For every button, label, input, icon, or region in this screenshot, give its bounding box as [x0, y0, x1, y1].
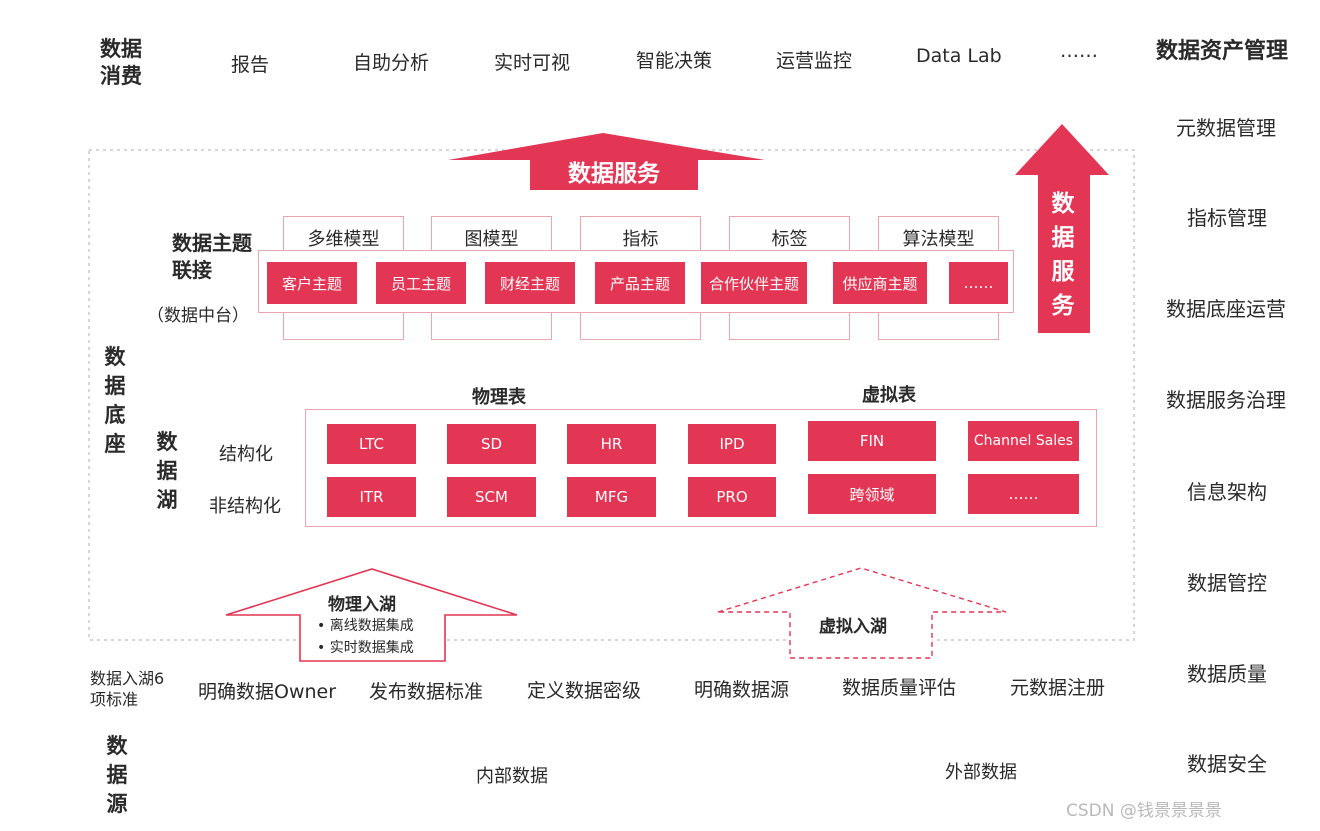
lake-row-structured: 结构化: [219, 444, 273, 465]
data-service-vertical-label: 数据服务: [1051, 191, 1075, 319]
consumption-title: 数据消费: [100, 36, 150, 90]
consumption-item-ops-monitor: 运营监控: [776, 50, 853, 72]
asset-item-base-ops: 数据底座运营: [1166, 297, 1286, 321]
topic-subtitle: （数据中台）: [147, 306, 249, 326]
model-tab-label: 多维模型: [307, 229, 380, 250]
bullet-text: 实时数据集成: [329, 640, 414, 656]
lake-ipd: IPD: [688, 424, 776, 464]
consumption-title-text: 数据消费: [100, 37, 142, 88]
data-base-frame: [88, 149, 1135, 641]
asset-item-security: 数据安全: [1187, 752, 1267, 776]
source-external: 外部数据: [945, 762, 1017, 783]
lake-fin: FIN: [808, 421, 936, 461]
model-tab-label: 指标: [622, 229, 659, 250]
standard-source: 明确数据源: [694, 679, 790, 701]
lake-itr: ITR: [327, 477, 416, 517]
topic-finance: 财经主题: [485, 262, 575, 304]
consumption-item-data-lab: Data Lab: [916, 45, 1002, 67]
model-tab-label: 标签: [771, 229, 808, 250]
asset-item-metrics: 指标管理: [1187, 206, 1267, 230]
physical-ingest-bullet-realtime: • 实时数据集成: [317, 640, 414, 656]
standard-metadata: 元数据注册: [1010, 677, 1106, 699]
watermark: CSDN @钱景景景景: [1066, 801, 1222, 821]
data-service-arrow-horizontal: [448, 133, 765, 190]
topic-product: 产品主题: [595, 262, 685, 304]
lake-scm: SCM: [447, 477, 536, 517]
lake-channel-sales: Channel Sales: [968, 421, 1079, 461]
asset-item-info-arch: 信息架构: [1187, 480, 1267, 504]
lake-sd: SD: [447, 424, 536, 464]
standard-publish: 发布数据标准: [369, 681, 484, 703]
physical-ingest-arrow: [225, 568, 518, 662]
standards-title: 数据入湖6项标准: [90, 669, 165, 709]
lake-cross-domain: 跨领域: [808, 474, 936, 514]
lake-ltc: LTC: [327, 424, 416, 464]
consumption-item-more: ……: [1060, 40, 1098, 62]
model-tab-label: 算法模型: [902, 229, 975, 250]
lake-pro: PRO: [688, 477, 776, 517]
standard-security-level: 定义数据密级: [527, 680, 642, 702]
topic-employee: 员工主题: [376, 262, 466, 304]
asset-item-control: 数据管控: [1187, 571, 1267, 595]
standard-owner: 明确数据Owner: [198, 681, 337, 703]
consumption-item-report: 报告: [231, 54, 270, 76]
data-service-label: 数据服务: [568, 161, 660, 187]
virtual-table-title: 虚拟表: [862, 385, 916, 406]
asset-item-metadata: 元数据管理: [1176, 116, 1276, 140]
data-service-arrow-vertical: [1015, 124, 1109, 333]
asset-item-quality: 数据质量: [1187, 662, 1267, 686]
bullet-text: 离线数据集成: [329, 618, 414, 634]
lake-mfg: MFG: [567, 477, 656, 517]
physical-ingest-title: 物理入湖: [328, 595, 396, 615]
topic-partner: 合作伙伴主题: [701, 262, 807, 304]
asset-mgmt-title: 数据资产管理: [1156, 39, 1289, 64]
topic-supplier: 供应商主题: [833, 262, 927, 304]
consumption-item-self-analysis: 自助分析: [353, 52, 430, 74]
physical-table-title: 物理表: [472, 387, 526, 408]
lake-hr: HR: [567, 424, 656, 464]
consumption-item-realtime-visual: 实时可视: [494, 52, 571, 74]
lake-title: 数据湖: [156, 430, 178, 512]
asset-item-service-gov: 数据服务治理: [1166, 388, 1286, 412]
virtual-ingest-arrow: [717, 567, 1007, 659]
source-internal: 内部数据: [476, 766, 548, 787]
model-tab-label: 图模型: [464, 229, 519, 250]
consumption-item-smart-decision: 智能决策: [636, 50, 713, 72]
topic-more: ……: [949, 262, 1008, 304]
sources-title: 数据源: [106, 734, 128, 816]
virtual-ingest-title: 虚拟入湖: [819, 617, 887, 637]
lake-row-unstructured: 非结构化: [209, 496, 281, 517]
lake-more: ……: [968, 474, 1079, 514]
topic-title: 数据主题联接: [172, 231, 252, 282]
standard-quality: 数据质量评估: [842, 677, 957, 699]
topic-customer: 客户主题: [267, 262, 357, 304]
data-base-title: 数据底座: [104, 345, 126, 456]
physical-ingest-bullet-offline: • 离线数据集成: [317, 618, 414, 634]
